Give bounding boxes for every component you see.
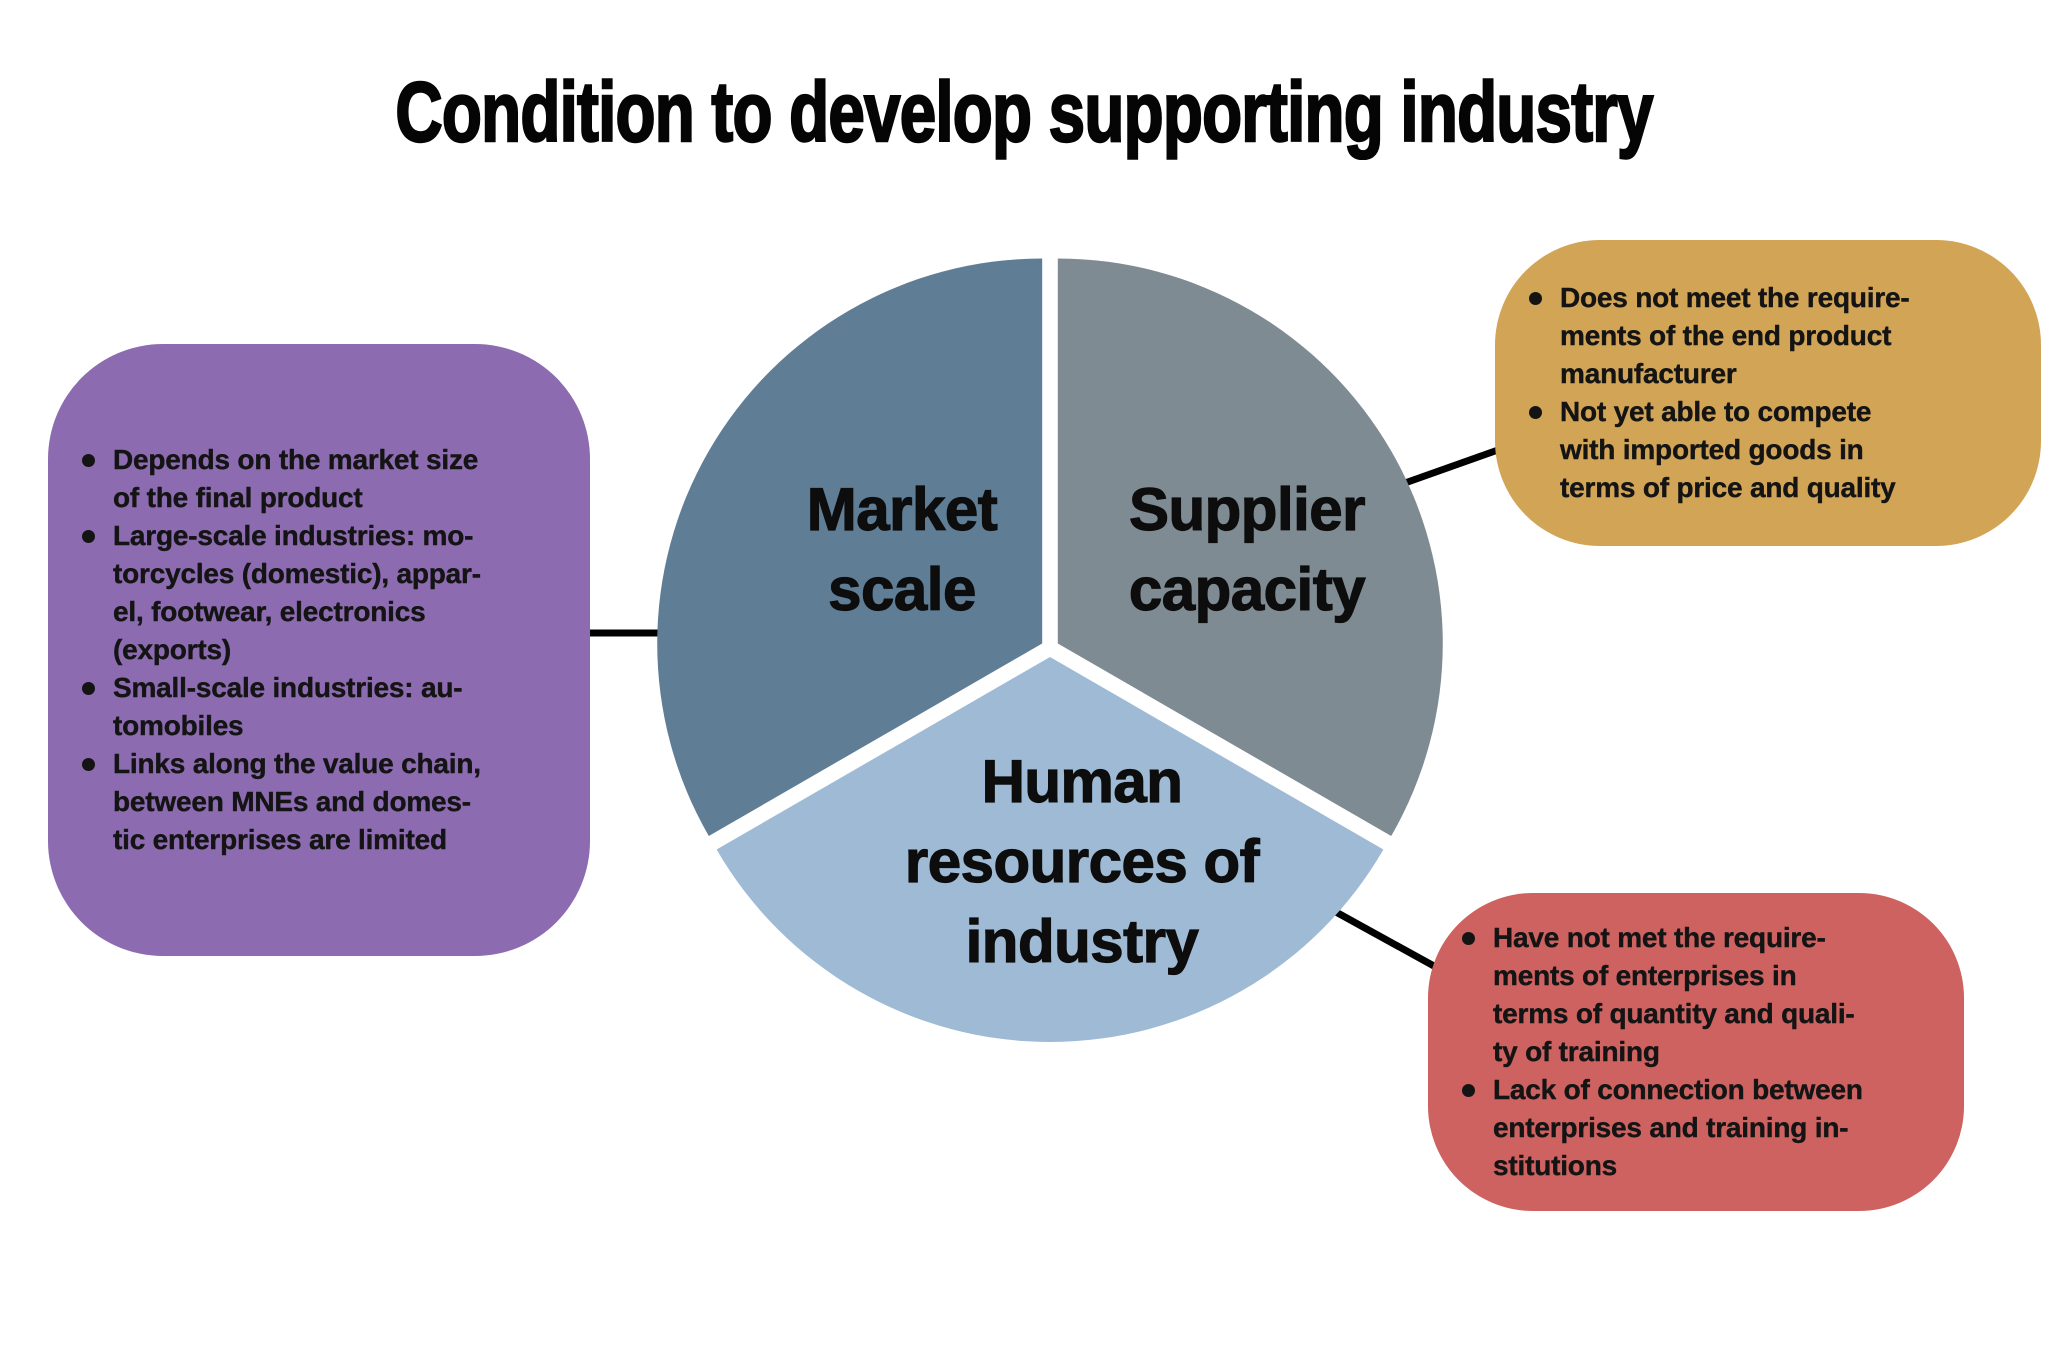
bullet-item: Not yet able to compete with imported go… — [1529, 393, 2017, 507]
pie-slice-supplier-capacity — [1057, 258, 1443, 836]
callout-market-scale: Depends on the market size of the final … — [48, 344, 590, 956]
bullet-icon — [1462, 1084, 1475, 1097]
connector-line-supplier — [1386, 441, 1514, 493]
bullet-text: Not yet able to compete with imported go… — [1560, 396, 1896, 503]
bullet-text: Does not meet the require- ments of the … — [1560, 282, 1910, 389]
pie-slice-human-resources — [716, 657, 1384, 1042]
pie-label-market-scale: Market scale — [806, 475, 998, 623]
bullet-item: Lack of connection between enterprises a… — [1462, 1071, 1940, 1185]
bullet-icon — [1529, 292, 1542, 305]
bullet-item: Depends on the market size of the final … — [82, 441, 566, 517]
pie-chart — [657, 258, 1443, 1042]
bullet-item: Have not met the require- ments of enter… — [1462, 919, 1940, 1071]
bullet-icon — [82, 454, 95, 467]
bullet-icon — [82, 530, 95, 543]
page-title: Condition to develop supporting industry — [394, 65, 1654, 159]
pie-label-human-resources: Human resources of industry — [904, 747, 1260, 975]
bullet-icon — [1529, 406, 1542, 419]
callout-supplier-capacity: Does not meet the require- ments of the … — [1495, 240, 2041, 546]
bullet-text: Small-scale industries: au- tomobiles — [113, 672, 463, 741]
bullet-text: Depends on the market size of the final … — [113, 444, 479, 513]
bullet-text: Have not met the require- ments of enter… — [1493, 922, 1855, 1067]
bullet-text: Large-scale industries: mo- torcycles (d… — [113, 520, 481, 665]
bullet-item: Does not meet the require- ments of the … — [1529, 279, 2017, 393]
bullet-item: Large-scale industries: mo- torcycles (d… — [82, 517, 566, 669]
bullet-item: Links along the value chain, between MNE… — [82, 745, 566, 859]
bullet-icon — [1462, 932, 1475, 945]
bullet-item: Small-scale industries: au- tomobiles — [82, 669, 566, 745]
connector-line-human — [1314, 897, 1454, 980]
pie-label-supplier-capacity: Supplier capacity — [1128, 475, 1366, 623]
pie-slice-market-scale — [657, 258, 1043, 836]
bullet-text: Lack of connection between enterprises a… — [1493, 1074, 1863, 1181]
bullet-icon — [82, 758, 95, 771]
callout-human-resources: Have not met the require- ments of enter… — [1428, 893, 1964, 1211]
bullet-icon — [82, 682, 95, 695]
bullet-text: Links along the value chain, between MNE… — [113, 748, 481, 855]
